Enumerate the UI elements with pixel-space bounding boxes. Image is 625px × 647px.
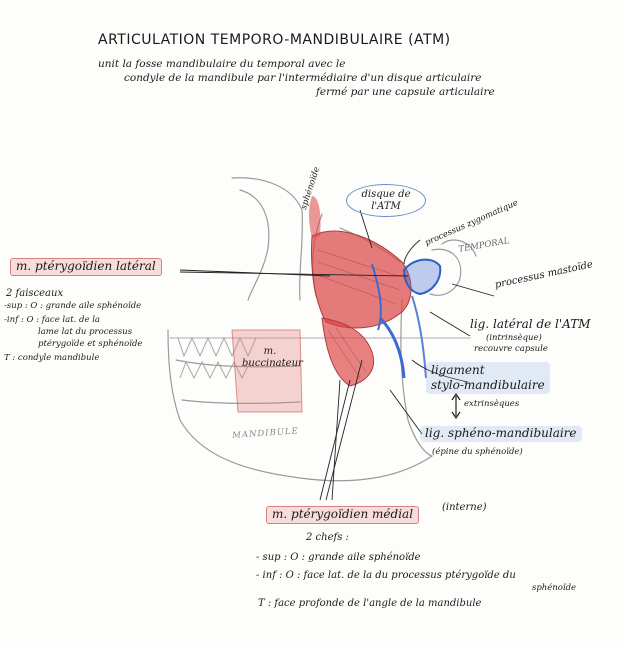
ptl-line-1: 2 faisceaux (6, 288, 64, 299)
leader-lines (179, 209, 495, 501)
label-lig-lateral-note: (intrinsèque) (486, 333, 542, 343)
capsule-line (371, 263, 382, 331)
label-disque-line-2: l'ATM (371, 200, 401, 212)
ptm-line-3: - inf : O : face lat. de la du processus… (256, 570, 516, 581)
label-buccinateur: m. buccinateur (242, 346, 303, 369)
page-title: ARTICULATION TEMPORO-MANDIBULAIRE (ATM) (98, 32, 451, 48)
mandible-outline (167, 329, 433, 482)
ramus-back-outline (400, 299, 433, 457)
label-pterygoidien-medial-qualifier: (interne) (442, 502, 487, 513)
label-lig-stylo-line-1: ligament (431, 363, 485, 377)
muscle-fibres (317, 249, 401, 379)
intro-line-2: condyle de la mandibule par l'intermédia… (124, 72, 482, 84)
label-disque-line-1: disque de (361, 189, 411, 200)
stylo-mandibular-ligament-line (411, 295, 427, 379)
sphenoid-ridge-shape (309, 196, 321, 238)
ptm-line-5: T : face profonde de l'angle de la mandi… (258, 598, 482, 609)
ptl-line-5: ptérygoïde et sphénoïde (38, 339, 143, 349)
ptl-line-6: T : condyle mandibule (4, 353, 100, 363)
label-lig-spheno-mandibulaire: lig. sphéno-mandibulaire (420, 426, 582, 442)
spheno-mandibular-ligament-line (378, 316, 406, 379)
orbit-outline (231, 177, 303, 301)
ptm-line-4: sphénoïde (532, 583, 577, 593)
ptm-line-1: 2 chefs : (306, 532, 349, 543)
label-pterygoidien-medial: m. ptérygoïdien médial (266, 506, 420, 524)
label-disque-atm: disque de l'ATM (346, 184, 426, 217)
ptl-line-3: -inf : O : face lat. de la (4, 315, 100, 325)
mastoid-outline (441, 239, 477, 257)
buccinator-muscle-shape (231, 329, 303, 413)
label-ligament-stylo-mandibulaire: ligament stylo-mandibulaire (426, 362, 550, 394)
label-pterygoidien-lateral: m. ptérygoïdien latéral (10, 258, 162, 276)
ptl-line-2: -sup : O : grande aile sphénoïde (4, 301, 142, 311)
intro-line-3: fermé par une capsule articulaire (316, 86, 495, 98)
mandible-teeth-line (181, 399, 301, 404)
label-buccinateur-line-1: m. (263, 346, 277, 357)
label-lig-lateral-atm: lig. latéral de l'ATM (470, 317, 591, 331)
lateral-pterygoid-shape (311, 230, 412, 329)
teeth (177, 336, 257, 380)
label-lig-stylo-line-2: stylo-mandibulaire (431, 378, 545, 392)
atm-disc-shape (402, 258, 442, 296)
label-extrinseques: extrinsèques (464, 399, 520, 409)
nasal-outline (239, 189, 270, 301)
ptm-line-2: - sup : O : grande aile sphénoïde (256, 552, 421, 563)
label-buccinateur-line-2: buccinateur (242, 357, 303, 369)
medial-pterygoid-shape (321, 317, 374, 387)
intro-line-1: unit la fosse mandibulaire du temporal a… (98, 58, 346, 70)
ear-region-outline (429, 248, 462, 296)
label-lig-lateral-recouvre: recouvre capsule (474, 344, 548, 354)
ptl-line-4: lame lat du processus (38, 327, 133, 337)
extrinsic-arrow-icon (451, 392, 461, 420)
label-lig-spheno-note: (épine du sphénoïde) (432, 447, 523, 457)
